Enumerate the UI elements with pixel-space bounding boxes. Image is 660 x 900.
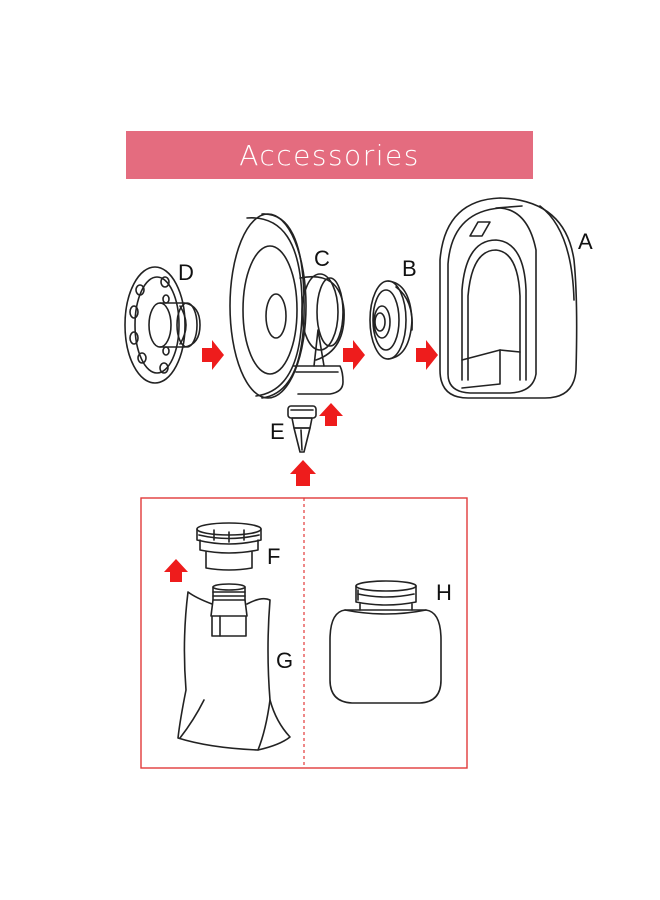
breast-shield-housing-icon: [229, 213, 345, 399]
pump-main-unit-icon: [439, 197, 578, 399]
assembly-arrows: [164, 340, 438, 582]
bag-connector-icon: [196, 522, 262, 571]
arrow-up-icon: [290, 460, 316, 486]
arrow-up-icon: [319, 403, 343, 426]
part-label-g: G: [276, 648, 294, 673]
part-label-b: B: [402, 256, 417, 281]
part-label-f: F: [267, 544, 281, 569]
flange-insert-icon: [124, 266, 201, 384]
part-label-h: H: [436, 580, 452, 605]
arrow-right-icon: [202, 340, 224, 370]
arrow-right-icon: [416, 340, 438, 370]
part-label-e: E: [270, 419, 285, 444]
title-banner: Accessories: [126, 131, 533, 179]
part-label-c: C: [314, 246, 330, 271]
part-label-d: D: [178, 260, 194, 285]
arrow-right-icon: [343, 340, 365, 370]
arrow-up-icon: [164, 559, 188, 582]
milk-bag-icon: [177, 583, 291, 751]
title: Accessories: [239, 138, 420, 172]
duckbill-valve-icon: [287, 405, 317, 453]
part-label-a: A: [578, 229, 593, 254]
milk-bottle-icon: [329, 580, 442, 704]
diaphragm-icon: [369, 280, 413, 360]
